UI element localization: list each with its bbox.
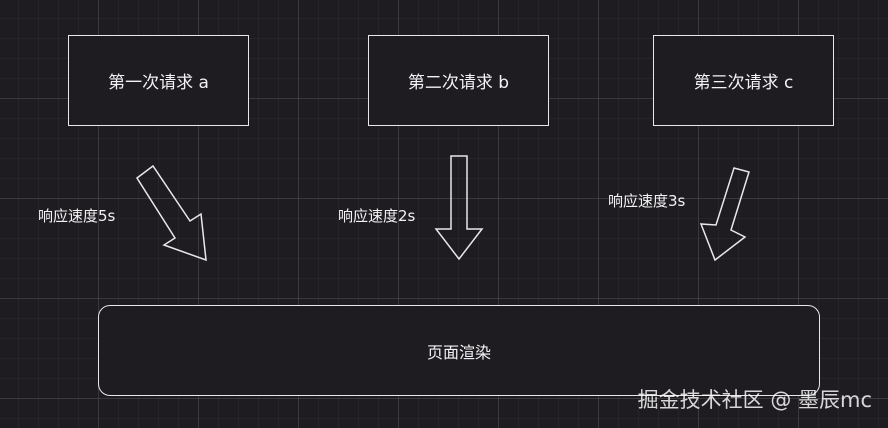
- request-a-node: 第一次请求 a: [68, 35, 249, 126]
- request-a-label: 第一次请求 a: [108, 73, 209, 93]
- watermark: 掘金技术社区 @ 墨辰mc: [637, 388, 872, 412]
- request-b-label: 第二次请求 b: [407, 73, 510, 93]
- page-render-node: 页面渲染: [98, 305, 820, 396]
- request-c-label: 第三次请求 c: [693, 73, 794, 93]
- arrow-c-icon: [699, 167, 750, 262]
- arrow-b-icon: [434, 155, 484, 261]
- speed-a-label: 响应速度5s: [38, 207, 116, 225]
- request-b-node: 第二次请求 b: [368, 35, 549, 126]
- speed-c-label: 响应速度3s: [608, 192, 686, 210]
- page-render-label: 页面渲染: [426, 342, 491, 362]
- arrow-a-icon: [135, 164, 207, 262]
- request-c-node: 第三次请求 c: [653, 35, 834, 126]
- speed-b-label: 响应速度2s: [338, 207, 416, 225]
